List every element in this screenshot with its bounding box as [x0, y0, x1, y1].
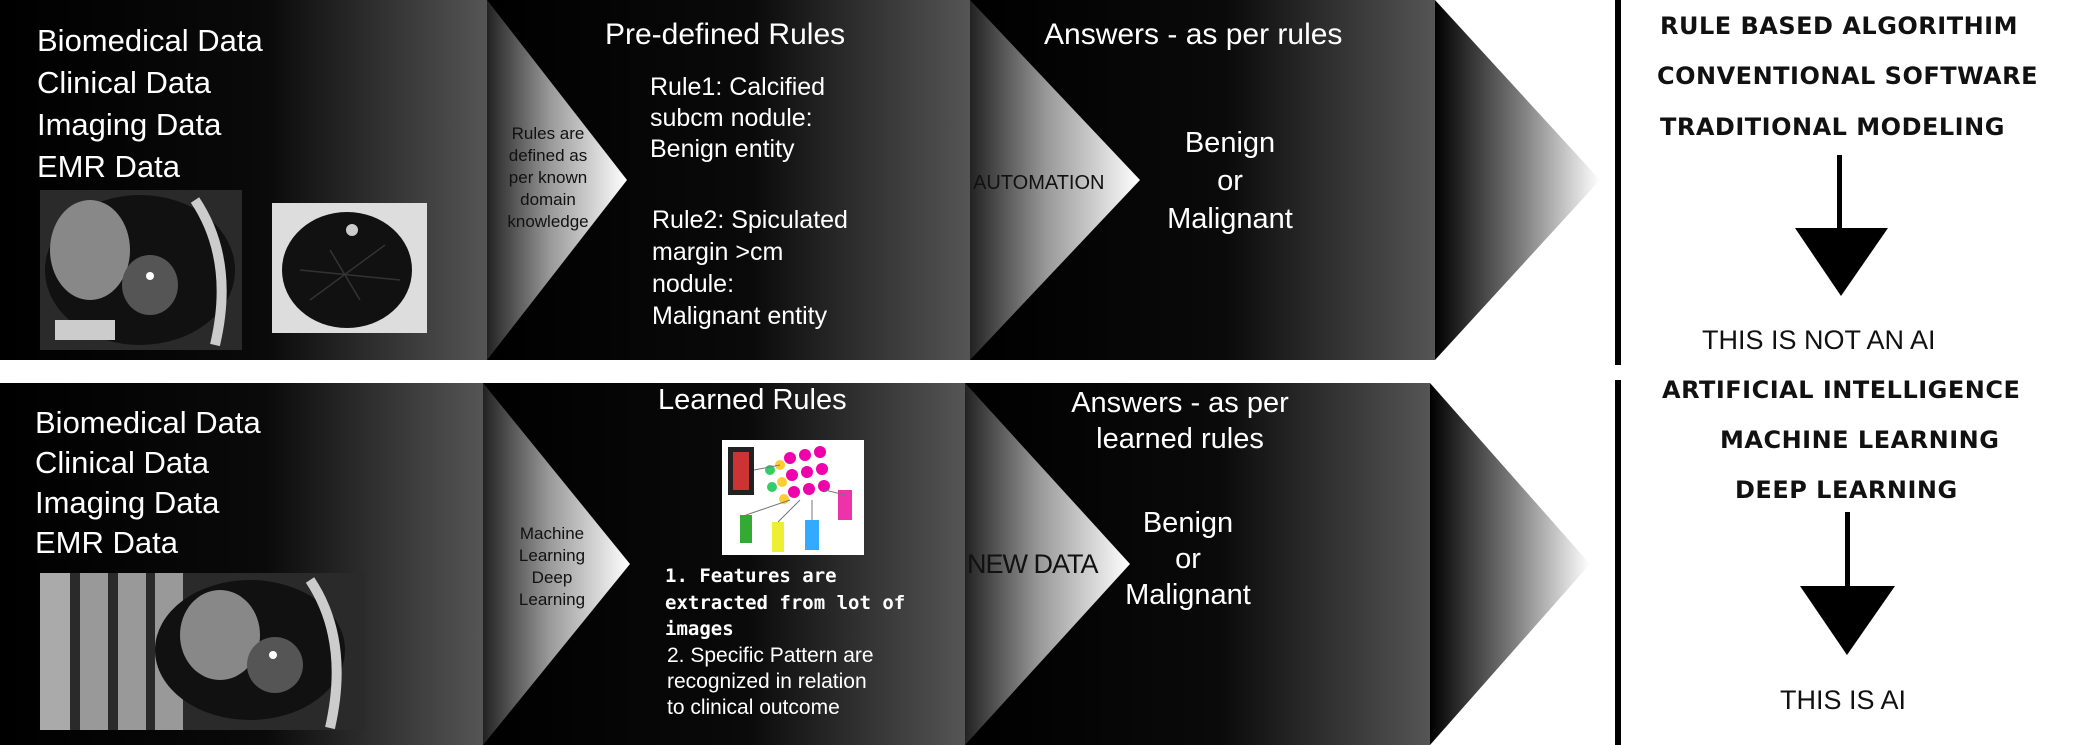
top-answers-title: Answers - as per rules [1044, 18, 1343, 51]
right-item-artificial-intelligence: ARTIFICIAL INTELLIGENCE [1662, 376, 2021, 404]
bottom-connector-arrow-2 [965, 383, 1130, 745]
not-ai-conclusion: THIS IS NOT AN AI [1702, 325, 1936, 355]
divider-line-bottom [1615, 380, 1621, 745]
right-item-rule-based: RULE BASED ALGORITHIM [1660, 12, 2018, 40]
right-item-machine-learning: MACHINE LEARNING [1720, 426, 2000, 454]
down-arrow-top-shaft [1837, 155, 1842, 230]
bottom-data-sources: Biomedical Data Clinical Data Imaging Da… [35, 405, 261, 560]
bottom-answers-title: Answers - as per learned rules [1071, 387, 1289, 455]
bottom-connector-arrow-1 [483, 383, 630, 745]
top-connector-arrow-1 [487, 0, 627, 360]
top-connector-1-label: Rules are defined as per known domain kn… [507, 124, 589, 232]
is-ai-conclusion: THIS IS AI [1780, 685, 1907, 715]
top-rule-1: Rule1: Calcified subcm nodule: Benign en… [650, 73, 826, 163]
top-connector-arrow-2 [970, 0, 1140, 360]
bottom-connector-2-label: NEW DATA [967, 549, 1098, 579]
bottom-feature-2: 2. Specific Pattern are recognized in re… [667, 644, 874, 719]
top-connector-2-label: AUTOMATION [973, 172, 1105, 194]
down-arrow-top-head [1795, 228, 1888, 296]
down-arrow-bottom-head [1800, 586, 1895, 655]
top-data-sources: Biomedical Data Clinical Data Imaging Da… [37, 23, 263, 184]
top-answers-value: Benign or Malignant [1167, 127, 1293, 235]
top-rules-title: Pre-defined Rules [605, 18, 846, 51]
top-rule-2: Rule2: Spiculated margin >cm nodule: Mal… [652, 206, 848, 330]
ct-scan-image-stack-bottom [40, 573, 365, 730]
right-item-traditional-modeling: TRADITIONAL MODELING [1660, 113, 2005, 141]
ct-scan-image-top-right [272, 203, 427, 333]
down-arrow-bottom-shaft [1845, 512, 1850, 587]
top-final-arrow [1435, 0, 1600, 360]
right-item-deep-learning: DEEP LEARNING [1735, 476, 1958, 504]
bottom-final-arrow [1430, 383, 1590, 745]
neural-network-illustration [722, 440, 864, 555]
divider-line-top [1615, 0, 1621, 365]
ct-scan-image-top-left [40, 190, 242, 350]
bottom-connector-1-label: Machine Learning Deep Learning [518, 524, 586, 610]
bottom-feature-1: 1. Features are extracted from lot of im… [665, 565, 906, 641]
bottom-rules-title: Learned Rules [658, 384, 847, 416]
right-item-conventional-software: CONVENTIONAL SOFTWARE [1657, 62, 2038, 90]
bottom-answers-value: Benign or Malignant [1125, 507, 1251, 611]
